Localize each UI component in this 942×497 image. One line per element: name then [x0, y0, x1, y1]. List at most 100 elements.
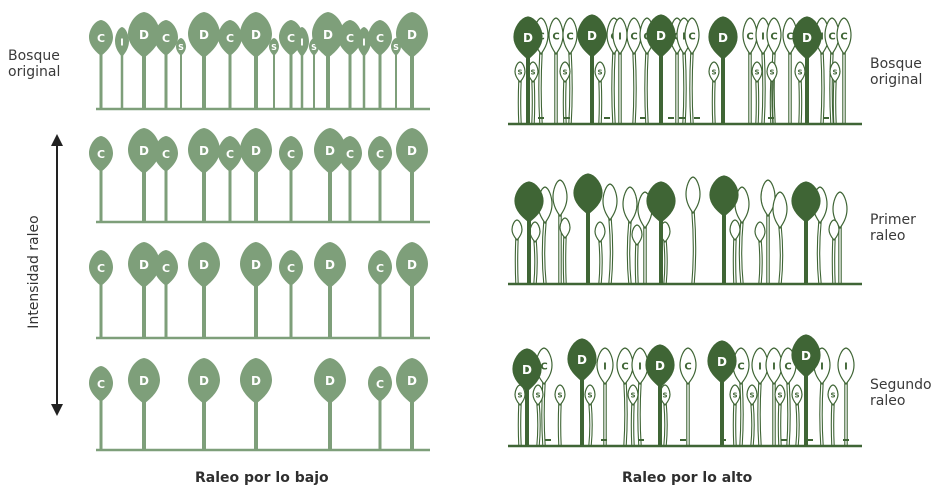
- tree-trunk-left: [829, 51, 832, 125]
- tree-trunk-left: [757, 381, 760, 447]
- tree-class-letter: C: [566, 32, 573, 43]
- tree-crown: [154, 20, 178, 56]
- tree-class-letter: D: [407, 144, 417, 158]
- label-left-original: Bosque original: [8, 48, 61, 80]
- tree-trunk: [526, 56, 530, 124]
- tree-trunk-left: [819, 381, 822, 447]
- tree-class-letter: C: [376, 262, 384, 275]
- tree-trunk: [378, 398, 382, 450]
- tree-trunk-left: [738, 220, 742, 285]
- tree-crown: [368, 366, 392, 402]
- tree-crown: [89, 366, 113, 402]
- tree-crown: [746, 384, 758, 406]
- tree-trunk-left: [541, 381, 544, 447]
- tree-class-letter: C: [746, 32, 753, 43]
- tree-crown: [128, 242, 160, 288]
- tree-class-letter: S: [587, 391, 592, 399]
- tree-trunk: [410, 400, 414, 450]
- tree-class-letter: S: [832, 68, 837, 76]
- tree-class-letter: D: [407, 258, 417, 272]
- tree-trunk: [590, 54, 594, 124]
- tree-trunk: [164, 282, 168, 338]
- tree-crown: [188, 358, 220, 404]
- tree-class-letter: C: [287, 32, 295, 45]
- tree-trunk: [142, 54, 146, 109]
- tree-crown: [707, 340, 737, 384]
- tree-trunk-left: [777, 402, 780, 447]
- tree-class-letter: S: [630, 391, 635, 399]
- tree-class-letter: S: [562, 68, 567, 76]
- tree-class-letter: I: [820, 362, 824, 373]
- tree-trunk: [378, 282, 382, 338]
- tree-trunk-left: [541, 220, 545, 285]
- tree-trunk-left: [608, 217, 611, 285]
- tree-crown: [128, 128, 160, 174]
- tree-trunk-left: [538, 51, 541, 125]
- tree-class-letter: D: [139, 258, 149, 272]
- tree-trunk-left: [795, 402, 798, 447]
- tree-trunk: [254, 54, 258, 109]
- tree-class-letter: C: [346, 32, 354, 45]
- tree-crown: [269, 38, 279, 56]
- tree-trunk: [99, 168, 103, 222]
- tree-crown: [279, 250, 303, 286]
- tree-crown: [396, 358, 428, 404]
- tree-crown: [729, 219, 741, 241]
- tree-trunk-right: [822, 51, 825, 125]
- tree-class-letter: C: [770, 32, 777, 43]
- tree-trunk: [527, 219, 531, 284]
- tree-class-letter: I: [120, 38, 124, 49]
- tree-class-letter: D: [199, 144, 209, 158]
- tree-trunk-right: [613, 51, 616, 125]
- tree-crown: [188, 242, 220, 288]
- tree-crown: [837, 347, 855, 385]
- tree-class-letter: D: [325, 258, 335, 272]
- tree-trunk: [289, 52, 293, 109]
- tree-trunk-left: [816, 220, 820, 285]
- tree-trunk: [328, 400, 332, 450]
- label-right-second: Segundo raleo: [870, 377, 932, 409]
- tree-crown: [729, 384, 741, 406]
- tree-trunk-right: [773, 51, 776, 125]
- tree-crown: [514, 181, 544, 223]
- tree-crown: [602, 183, 618, 222]
- tree-trunk-left: [663, 239, 666, 285]
- tree-trunk: [254, 170, 258, 222]
- tree-trunk-right: [752, 402, 755, 447]
- tree-class-letter: C: [287, 262, 295, 275]
- tree-trunk: [254, 400, 258, 450]
- tree-trunk-right: [610, 217, 614, 285]
- tree-crown: [89, 136, 113, 172]
- tree-trunk-right: [629, 220, 632, 285]
- tree-class-letter: C: [97, 262, 105, 275]
- tree-class-letter: C: [840, 32, 847, 43]
- tree-trunk-right: [565, 235, 567, 285]
- tree-trunk-right: [538, 402, 541, 447]
- tree-trunk-right: [570, 51, 573, 125]
- tree-trunk-left: [761, 51, 764, 125]
- tree-trunk-left: [732, 237, 735, 285]
- tree-trunk: [164, 52, 168, 109]
- tree-trunk: [142, 284, 146, 338]
- tree-crown: [154, 250, 178, 286]
- tree-trunk: [120, 53, 124, 109]
- tree-crown: [218, 136, 242, 172]
- tree-trunk-right: [533, 79, 536, 125]
- tree-crown: [554, 384, 566, 406]
- tree-trunk-right: [691, 51, 694, 125]
- tree-trunk-left: [598, 79, 600, 125]
- tree-trunk-right: [831, 51, 834, 125]
- tree-class-letter: D: [251, 28, 261, 42]
- tree-class-letter: D: [199, 28, 209, 42]
- tree-crown: [772, 191, 788, 230]
- tree-class-letter: D: [801, 349, 811, 363]
- tree-trunk-left: [711, 79, 714, 125]
- tree-class-letter: S: [517, 391, 522, 399]
- tree-class-letter: S: [732, 391, 737, 399]
- tree-trunk: [99, 282, 103, 338]
- tree-trunk-right: [633, 402, 635, 447]
- high-thinning-row-first: [508, 173, 862, 286]
- tree-crown: [312, 12, 344, 58]
